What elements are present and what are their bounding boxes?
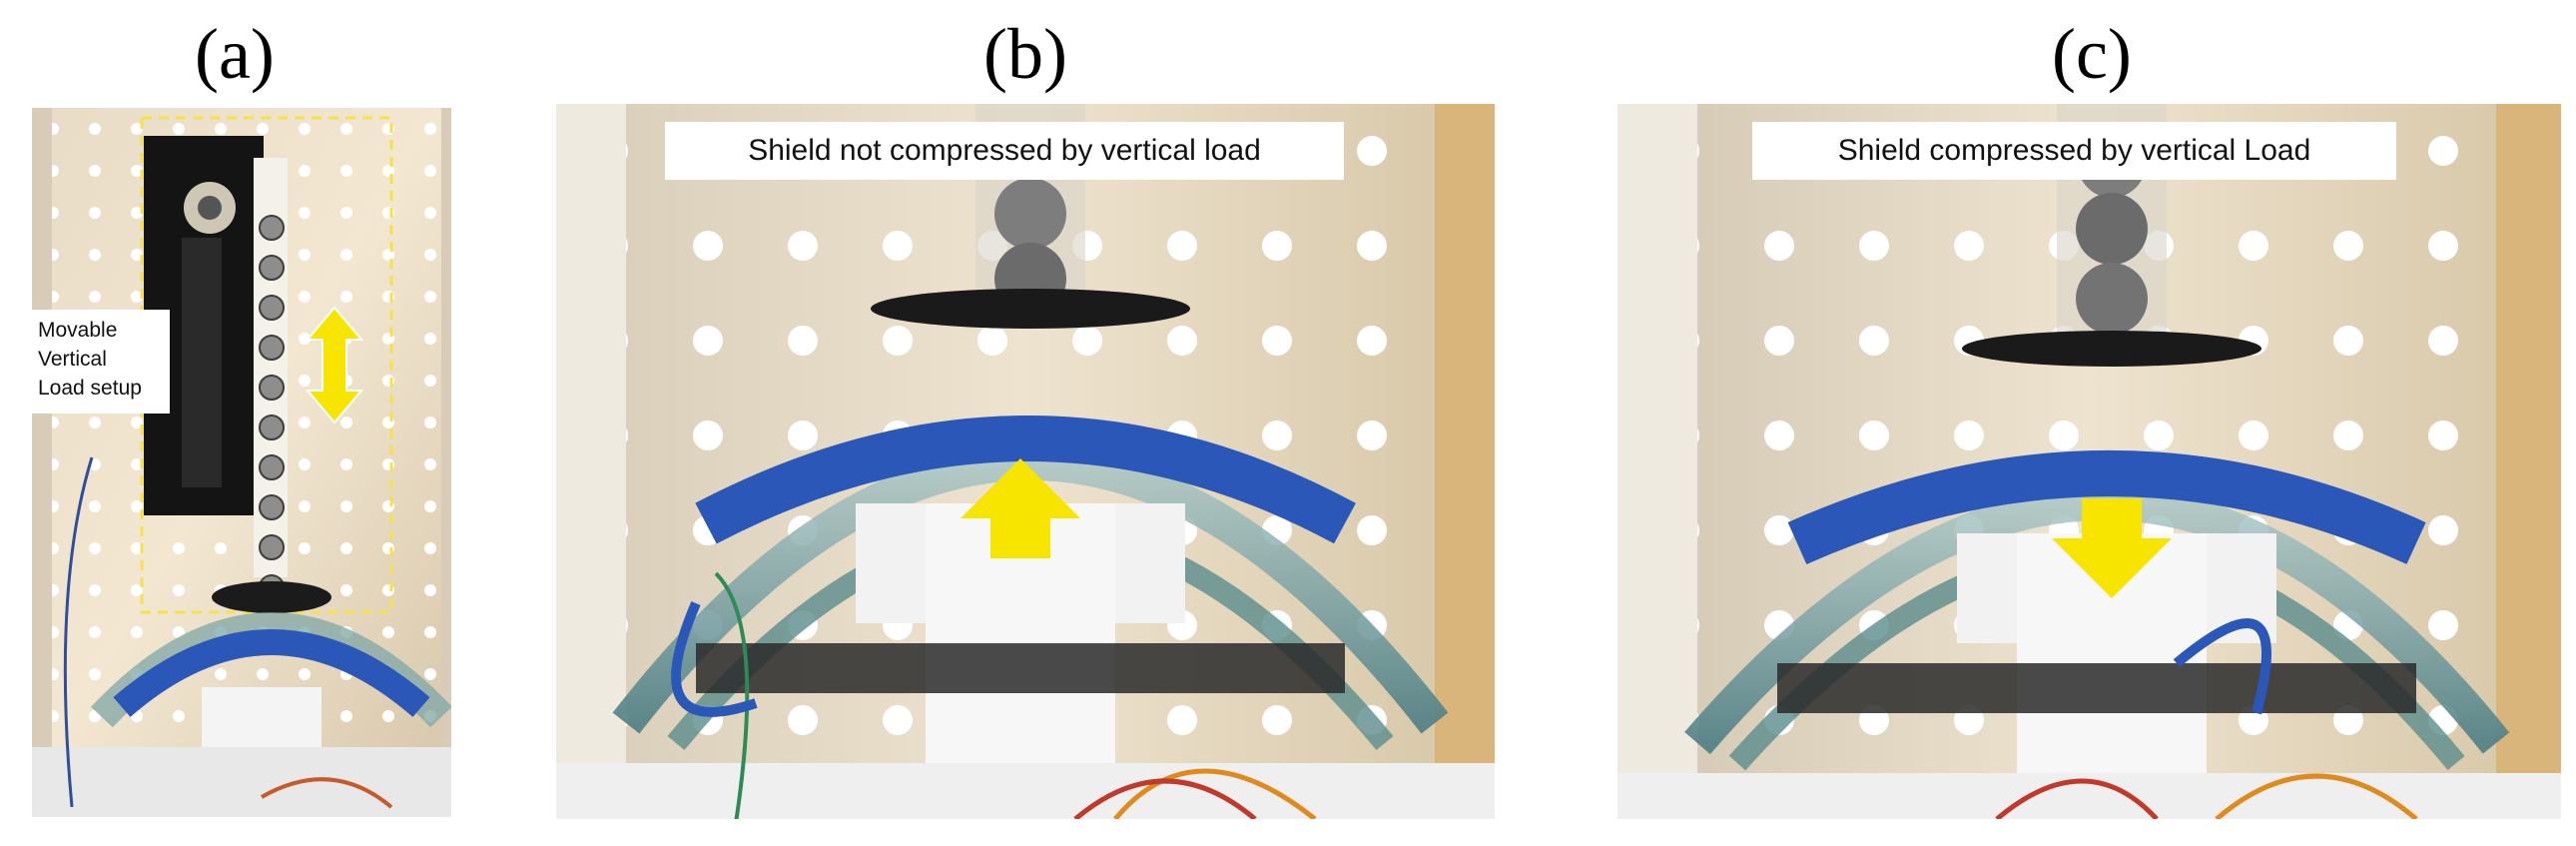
annotation-line-3: Load setup xyxy=(38,377,142,400)
panel-label-b: (b) xyxy=(983,14,1067,94)
down-arrow-icon xyxy=(2052,498,2172,598)
panel-label-a: (a) xyxy=(195,14,275,94)
photo-b-drawing xyxy=(556,104,1495,819)
photo-c-drawing xyxy=(1617,104,2561,819)
caption-c: Shield compressed by vertical Load xyxy=(1752,122,2396,180)
double-headed-arrow-icon xyxy=(305,306,364,424)
panel-label-c: (c) xyxy=(2052,14,2132,94)
photo-b xyxy=(556,104,1495,819)
up-arrow-icon xyxy=(961,458,1080,558)
photo-a-drawing xyxy=(32,108,451,817)
movable-load-annotation: Movable Vertical Load setup xyxy=(30,310,170,414)
annotation-line-2: Vertical xyxy=(38,348,107,371)
caption-b: Shield not compressed by vertical load xyxy=(665,122,1344,180)
annotation-line-1: Movable xyxy=(38,319,118,342)
photo-c xyxy=(1617,104,2561,819)
photo-a xyxy=(32,108,451,817)
